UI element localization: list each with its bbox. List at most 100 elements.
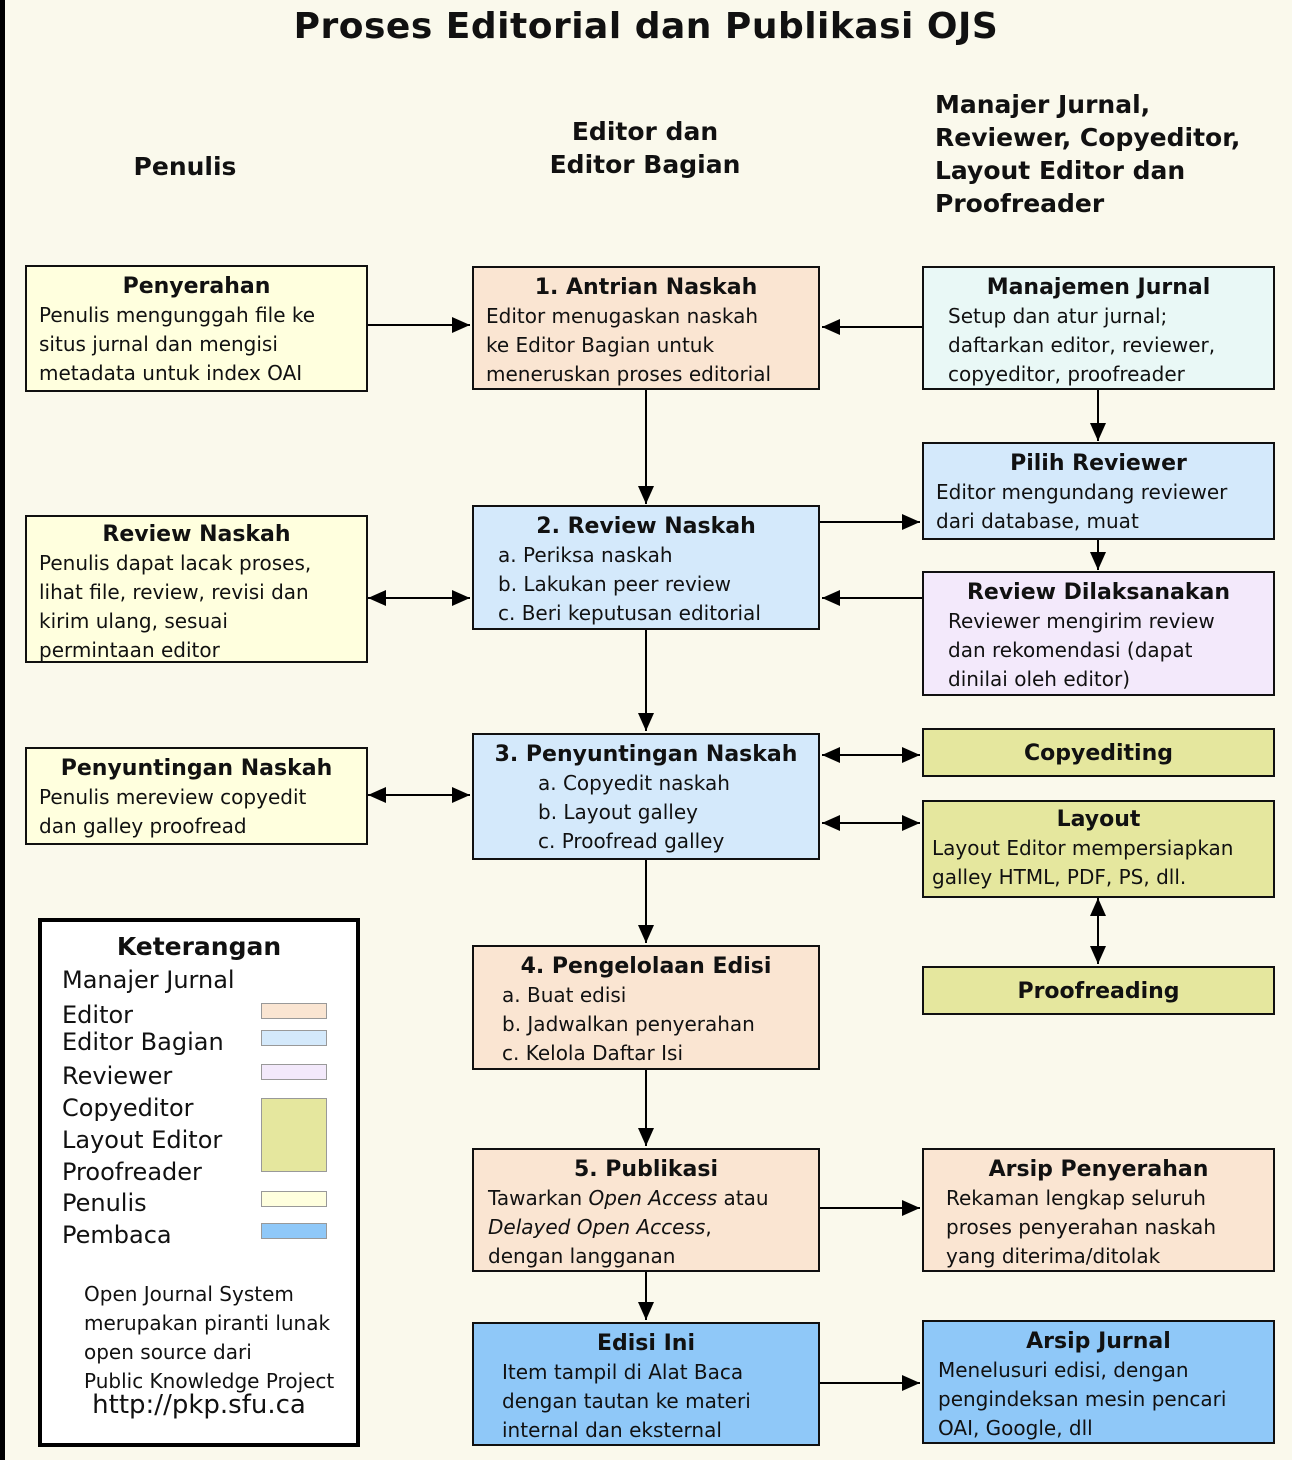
- box-body: Penulis mereview copyedit dan galley pro…: [39, 785, 307, 838]
- flow-arrow-part: [1090, 898, 1106, 916]
- flow-box-publikasi: 5. Publikasi Tawarkan Open Access atau D…: [472, 1148, 820, 1272]
- flow-arrow-part: [645, 1272, 648, 1320]
- box-body: Setup dan atur jurnal; daftarkan editor,…: [948, 304, 1216, 386]
- box-body: Layout Editor mempersiapkan galley HTML,…: [932, 836, 1234, 889]
- box-title: Manajemen Jurnal: [986, 275, 1211, 300]
- column-header-manajer-jurnal: Manajer Jurnal, Reviewer, Copyeditor, La…: [935, 90, 1241, 218]
- flow-arrow-part: [1097, 390, 1100, 441]
- flow-arrow-part: [822, 822, 920, 825]
- flow-arrow-part: [820, 521, 920, 524]
- page-title: Proses Editorial dan Publikasi OJS: [293, 6, 999, 47]
- body-text-segment-italic: Delayed Open Access: [488, 1215, 706, 1239]
- box-item: a. Periksa naskah: [498, 543, 673, 567]
- flow-box-edisi-ini: Edisi Ini Item tampil di Alat Baca denga…: [472, 1322, 820, 1446]
- flow-arrow-part: [822, 326, 922, 329]
- flow-arrow-part: [638, 1302, 654, 1320]
- flow-arrow-part: [638, 1128, 654, 1146]
- flow-box-arsip-penyerahan: Arsip Penyerahan Rekaman lengkap seluruh…: [922, 1148, 1275, 1272]
- box-item: c. Kelola Daftar Isi: [502, 1041, 683, 1065]
- box-title: 2. Review Naskah: [536, 514, 756, 539]
- flow-arrow-part: [452, 787, 470, 803]
- flow-arrow-part: [1090, 423, 1106, 441]
- flow-arrow-part: [368, 787, 386, 803]
- flow-box-penyuntingan-naskah: 3. Penyuntingan Naskah a. Copyedit naska…: [472, 733, 820, 860]
- box-body: Item tampil di Alat Baca dengan tautan k…: [502, 1360, 751, 1442]
- flow-arrow-part: [902, 815, 920, 831]
- flow-arrow-part: [822, 754, 920, 757]
- flow-box-penyuntingan-naskah-penulis: Penyuntingan Naskah Penulis mereview cop…: [25, 747, 368, 845]
- flow-arrow-part: [452, 317, 470, 333]
- body-text-segment: atau: [723, 1186, 769, 1210]
- flow-arrow-part: [820, 1382, 920, 1385]
- flow-arrow-part: [1090, 552, 1106, 570]
- box-body: Editor menugaskan naskah ke Editor Bagia…: [486, 304, 772, 386]
- box-title: Edisi Ini: [596, 1331, 695, 1356]
- flow-arrow-part: [822, 319, 840, 335]
- flow-box-pilih-reviewer: Pilih Reviewer Editor mengundang reviewe…: [922, 442, 1275, 540]
- box-title: Penyerahan: [122, 274, 271, 299]
- box-body: Menelusuri edisi, dengan pengindeksan me…: [938, 1358, 1227, 1440]
- box-title: Layout: [1056, 807, 1141, 832]
- flow-arrow-part: [822, 815, 840, 831]
- box-item: a. Buat edisi: [502, 983, 627, 1007]
- flow-box-layout: Layout Layout Editor mempersiapkan galle…: [922, 800, 1275, 898]
- legend-keterangan: Keterangan Manajer Jurnal Editor Editor …: [38, 918, 360, 1447]
- page-border-left: [0, 0, 5, 1460]
- box-body: Penulis mengunggah file ke situs jurnal …: [39, 303, 316, 385]
- column-header-editor: Editor dan Editor Bagian: [549, 117, 741, 179]
- legend-label-layout-editor: Layout Editor: [62, 1126, 223, 1154]
- legend-url: http://pkp.sfu.ca: [92, 1390, 306, 1420]
- flow-arrow-part: [902, 747, 920, 763]
- box-item: b. Layout galley: [538, 800, 698, 824]
- box-title: 5. Publikasi: [573, 1157, 719, 1182]
- box-title: Copyediting: [1023, 741, 1174, 766]
- box-title: Review Naskah: [102, 522, 291, 547]
- flow-arrow-part: [368, 324, 470, 327]
- legend-label-copyeditor: Copyeditor: [62, 1094, 194, 1122]
- flow-box-antrian-naskah: 1. Antrian Naskah Editor menugaskan nask…: [472, 266, 820, 390]
- flow-arrow-part: [902, 514, 920, 530]
- legend-label-pembaca: Pembaca: [62, 1221, 172, 1249]
- flow-arrow-part: [822, 597, 922, 600]
- legend-label-editor: Editor: [62, 1001, 134, 1029]
- box-title: 1. Antrian Naskah: [534, 275, 758, 300]
- flow-box-review-naskah: 2. Review Naskah a. Periksa naskah b. La…: [472, 505, 820, 630]
- legend-swatch-copyeditor-layout-proofreader: [261, 1098, 327, 1172]
- box-body: Tawarkan Open Access atau Delayed Open A…: [474, 1184, 818, 1271]
- flow-arrow-part: [820, 1207, 920, 1210]
- column-header-penulis: Penulis: [133, 152, 237, 181]
- flow-arrow-part: [368, 794, 470, 797]
- flow-arrow-part: [645, 630, 648, 731]
- box-body: Rekaman lengkap seluruh proses penyeraha…: [946, 1186, 1216, 1268]
- flow-box-review-naskah-penulis: Review Naskah Penulis dapat lacak proses…: [25, 515, 368, 663]
- flow-arrow-part: [452, 590, 470, 606]
- legend-swatch-editor: [261, 1003, 327, 1019]
- box-item: a. Copyedit naskah: [538, 771, 730, 795]
- legend-label-editor-bagian: Editor Bagian: [62, 1028, 224, 1056]
- box-item: c. Beri keputusan editorial: [498, 601, 761, 625]
- legend-swatch-penulis: [261, 1191, 327, 1207]
- legend-label-penulis: Penulis: [62, 1189, 147, 1217]
- body-text-segment: , dengan langganan: [488, 1215, 712, 1268]
- flow-arrow-part: [368, 597, 470, 600]
- flow-box-arsip-jurnal: Arsip Jurnal Menelusuri edisi, dengan pe…: [922, 1320, 1275, 1444]
- legend-label-proofreader: Proofreader: [62, 1158, 202, 1186]
- flow-arrow-part: [645, 390, 648, 504]
- legend-label-manajer-jurnal: Manajer Jurnal: [62, 966, 235, 994]
- box-title: Penyuntingan Naskah: [60, 756, 333, 781]
- legend-label-reviewer: Reviewer: [62, 1062, 173, 1090]
- flow-box-penyerahan: Penyerahan Penulis mengunggah file ke si…: [25, 265, 368, 392]
- box-item: c. Proofread galley: [538, 829, 725, 853]
- flow-arrow-part: [368, 590, 386, 606]
- flow-arrow-part: [638, 713, 654, 731]
- legend-swatch-editor-bagian: [261, 1030, 327, 1046]
- box-body: Editor mengundang reviewer dari database…: [936, 480, 1228, 533]
- flow-box-proofreading: Proofreading: [922, 966, 1275, 1015]
- legend-swatch-reviewer: [261, 1064, 327, 1080]
- body-text-segment-italic: Open Access: [588, 1186, 718, 1210]
- box-title: 4. Pengelolaan Edisi: [520, 954, 772, 979]
- flow-arrow-part: [638, 486, 654, 504]
- box-item: b. Lakukan peer review: [498, 572, 731, 596]
- body-text-segment: Tawarkan: [488, 1186, 589, 1210]
